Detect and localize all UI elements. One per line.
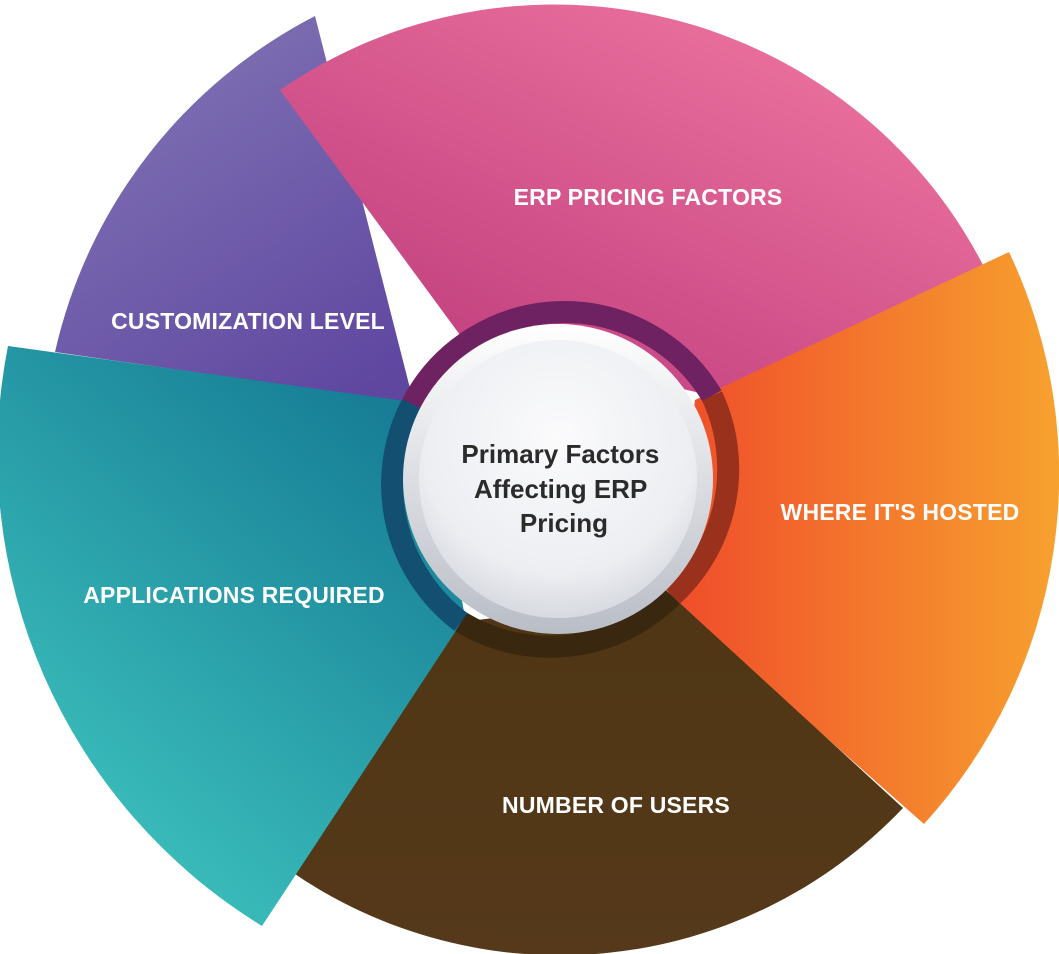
ring-arc-left (381, 398, 468, 631)
center-title-line1: Primary Factors (461, 439, 659, 469)
segment-where-its-hosted (668, 252, 1059, 824)
ring-arc-right (664, 391, 740, 605)
segment-erp-pricing-factors (280, 4, 983, 397)
label-erp-pricing-factors: ERP PRICING FACTORS (514, 184, 783, 210)
segment-number-of-users (289, 596, 903, 954)
center-title-line3: Pricing (520, 508, 608, 538)
center-ring (381, 301, 740, 658)
label-number-of-users: NUMBER OF USERS (502, 792, 730, 818)
center-title: Primary Factors Affecting ERP Pricing (461, 439, 666, 538)
segment-applications-required (0, 346, 465, 926)
center-title-line2: Affecting ERP (474, 474, 647, 504)
label-applications-required: APPLICATIONS REQUIRED (83, 582, 385, 608)
ring-arc-top (402, 301, 722, 410)
ring-arc-bottom (455, 588, 680, 658)
center-disc (419, 340, 697, 618)
label-customization-level: CUSTOMIZATION LEVEL (111, 308, 385, 334)
label-where-its-hosted: WHERE IT'S HOSTED (781, 499, 1020, 525)
